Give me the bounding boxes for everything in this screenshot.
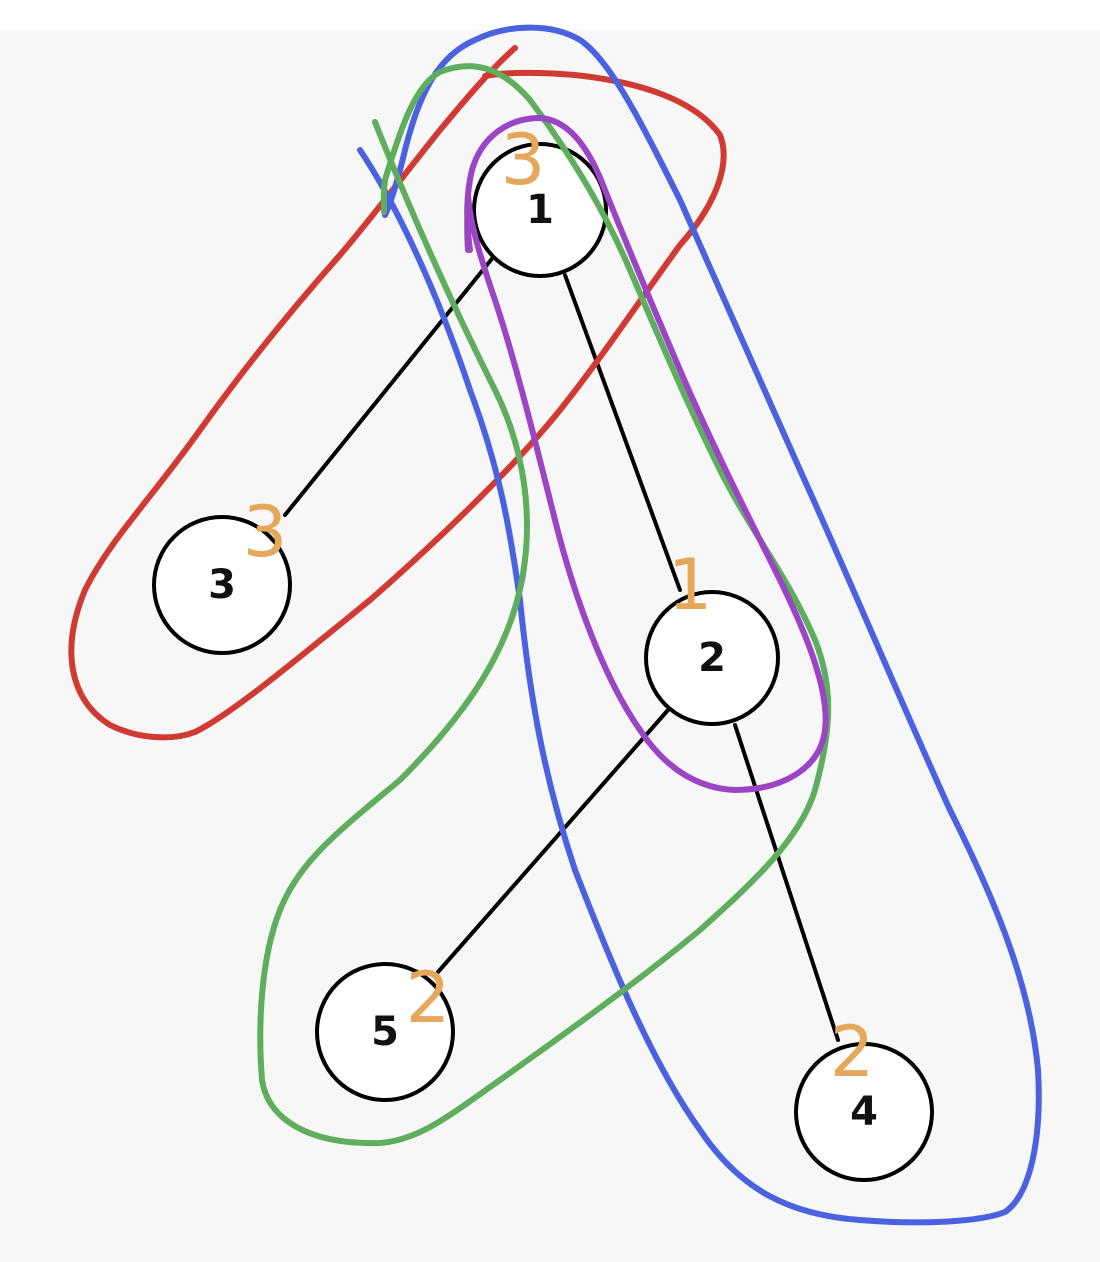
node-5-circle [315, 962, 455, 1102]
node-1-label: 1 [526, 187, 554, 233]
node-2-label: 2 [698, 635, 726, 681]
edge-2-5 [436, 708, 670, 974]
node-4-circle [794, 1042, 934, 1182]
node-5: 5 [315, 962, 455, 1102]
annotation-node-5: 2 [406, 957, 451, 1039]
annotation-node-1: 3 [501, 119, 546, 201]
annotations: 3 3 1 2 2 [243, 119, 875, 1093]
node-3-circle [152, 515, 292, 655]
edges [283, 253, 840, 1042]
node-2: 2 [644, 590, 780, 726]
node-4-label: 4 [850, 1089, 878, 1135]
annotation-node-4: 2 [830, 1011, 875, 1093]
node-1: 1 [472, 142, 608, 278]
edge-2-4 [733, 723, 840, 1042]
node-1-circle [472, 142, 608, 278]
blue-enclosure-stroke [357, 24, 1042, 1226]
node-3: 3 [152, 515, 292, 655]
edge-1-2 [563, 273, 682, 592]
edge-1-3 [283, 253, 497, 517]
annotation-node-2: 1 [668, 544, 713, 626]
green-enclosure-stroke [257, 63, 832, 1147]
annotation-node-3: 3 [243, 491, 288, 573]
node-4: 4 [794, 1042, 934, 1182]
node-2-circle [644, 590, 780, 726]
node-5-label: 5 [371, 1009, 399, 1055]
node-3-label: 3 [208, 562, 236, 608]
purple-enclosure-stroke [464, 115, 829, 793]
red-enclosure-stroke [68, 45, 727, 741]
